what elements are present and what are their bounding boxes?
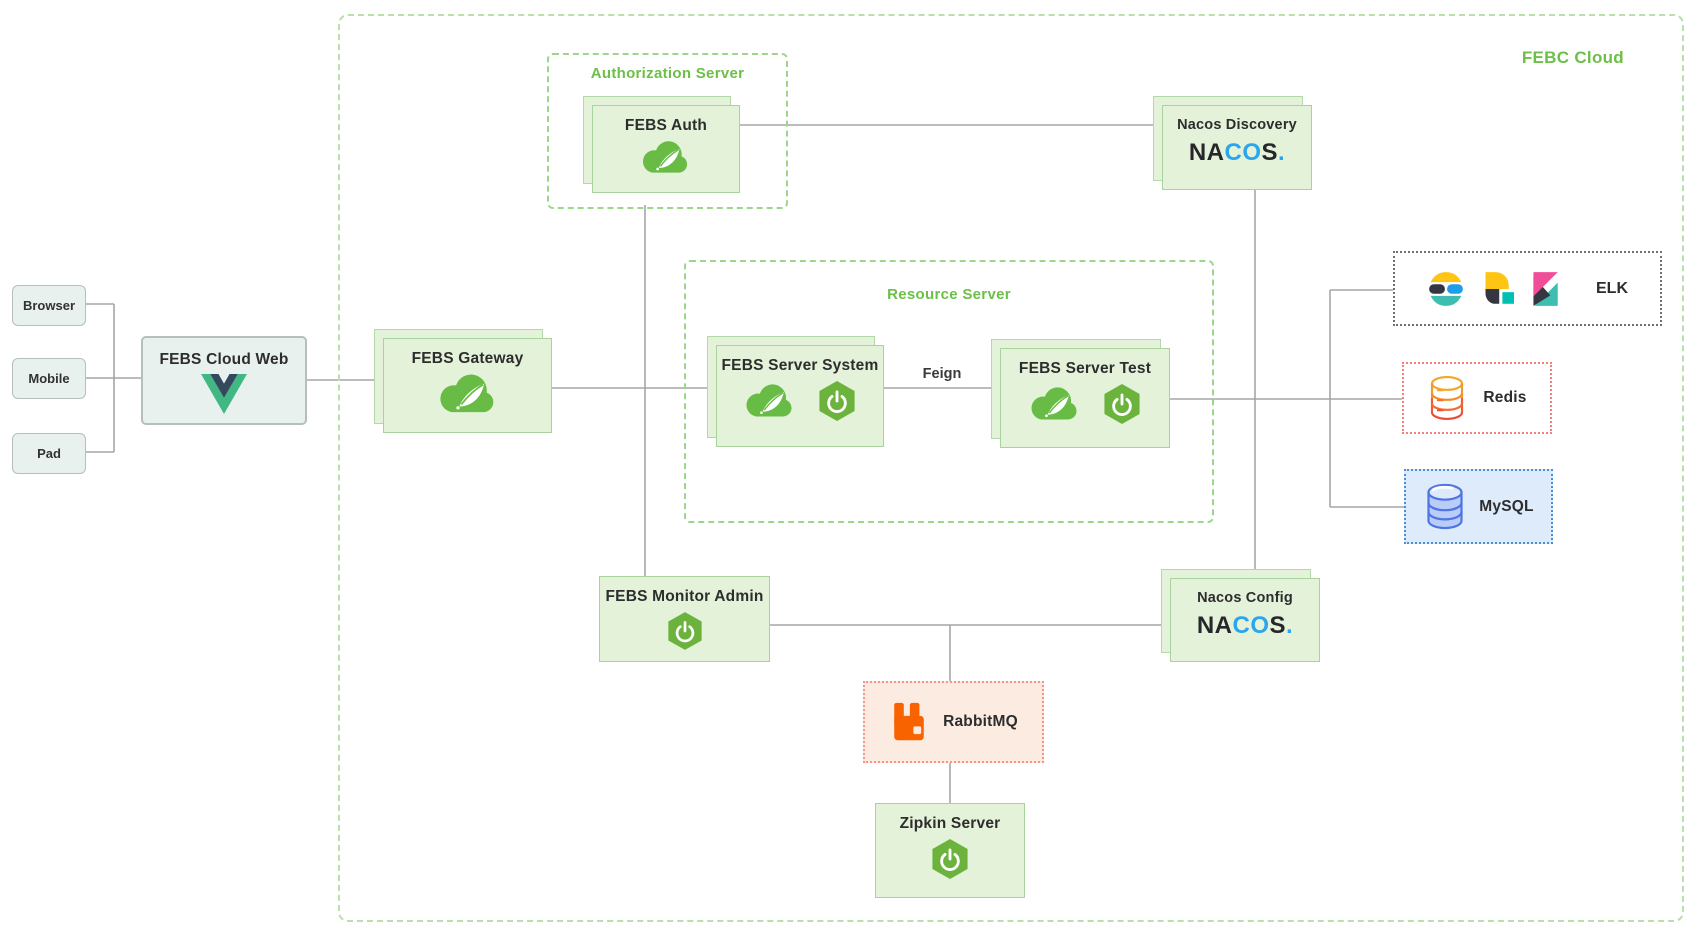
node-rabbitmq: RabbitMQ <box>863 681 1044 763</box>
node-febs-server-test: FEBS Server Test <box>991 339 1170 448</box>
elasticsearch-icon <box>1429 271 1463 306</box>
node-febs-auth-face: FEBS Auth <box>592 105 740 193</box>
node-redis: Redis <box>1402 362 1552 434</box>
nacos-logo-s: S <box>1269 612 1286 639</box>
node-febs-cloud-web-label: FEBS Cloud Web <box>159 351 289 368</box>
nacos-logo-dot: . <box>1286 612 1294 639</box>
node-mysql: MySQL <box>1404 469 1553 544</box>
node-febs-monitor-admin-label: FEBS Monitor Admin <box>605 588 764 605</box>
node-nacos-config-label: Nacos Config <box>1197 590 1293 606</box>
node-febs-gateway: FEBS Gateway <box>374 329 552 433</box>
node-febs-server-test-label: FEBS Server Test <box>1018 360 1152 377</box>
spring-cloud-icon <box>439 374 493 413</box>
mysql-icon <box>1427 483 1463 529</box>
client-browser: Browser <box>12 285 86 326</box>
spring-cloud-icon <box>642 141 688 173</box>
spring-boot-icon <box>667 612 702 650</box>
edge-feign-label: Feign <box>922 366 962 382</box>
client-mobile-label: Mobile <box>28 371 70 386</box>
group-authorization-server: Authorization Server <box>547 53 788 209</box>
node-febs-monitor-admin-face: FEBS Monitor Admin <box>599 576 770 662</box>
group-authorization-server-title: Authorization Server <box>590 65 745 82</box>
nacos-logo-co: CO <box>1232 612 1270 639</box>
node-nacos-discovery-label: Nacos Discovery <box>1177 117 1297 133</box>
febc-cloud-boundary: FEBC Cloud <box>338 14 1684 922</box>
vue-icon <box>201 374 247 414</box>
node-febs-server-system: FEBS Server System <box>707 336 884 447</box>
node-redis-label: Redis <box>1483 389 1527 406</box>
spring-cloud-icon <box>1031 387 1077 420</box>
client-pad: Pad <box>12 433 86 474</box>
node-elk: ELK <box>1393 251 1662 326</box>
nacos-logo-na: NA <box>1188 139 1225 166</box>
node-febs-monitor-admin: FEBS Monitor Admin <box>599 576 770 662</box>
node-febs-server-system-label: FEBS Server System <box>721 357 879 374</box>
client-pad-label: Pad <box>37 446 61 461</box>
kibana-icon <box>1533 271 1558 306</box>
nacos-logo-dot: . <box>1278 139 1286 166</box>
node-mysql-label: MySQL <box>1479 497 1534 515</box>
spring-cloud-icon <box>746 384 792 417</box>
node-febs-auth-label: FEBS Auth <box>624 117 708 134</box>
client-mobile: Mobile <box>12 358 86 399</box>
logstash-icon <box>1485 271 1514 304</box>
node-nacos-config: Nacos Config NACOS. <box>1161 569 1320 662</box>
nacos-logo-co: CO <box>1224 139 1262 166</box>
redis-icon <box>1431 376 1464 420</box>
rabbitmq-icon <box>894 702 924 741</box>
node-zipkin-server-label: Zipkin Server <box>899 815 1001 832</box>
node-febs-auth: FEBS Auth <box>583 96 740 193</box>
spring-boot-icon <box>1104 384 1140 424</box>
node-febs-server-test-face: FEBS Server Test <box>1000 348 1170 448</box>
node-zipkin-server: Zipkin Server <box>875 803 1025 898</box>
group-resource-server-title: Resource Server <box>887 286 1011 303</box>
nacos-logo-s: S <box>1261 139 1278 166</box>
node-febs-gateway-face: FEBS Gateway <box>383 338 552 433</box>
icon-row <box>1029 383 1141 425</box>
nacos-logo-na: NA <box>1196 612 1233 639</box>
node-elk-label: ELK <box>1596 279 1628 297</box>
node-febs-gateway-label: FEBS Gateway <box>411 350 524 367</box>
febc-cloud-title: FEBC Cloud <box>1521 48 1624 67</box>
node-nacos-discovery: Nacos Discovery NACOS. <box>1153 96 1312 190</box>
nacos-logo: NACOS. <box>1197 614 1293 638</box>
node-febs-cloud-web: FEBS Cloud Web <box>141 336 307 425</box>
group-resource-server: Resource Server <box>684 260 1214 523</box>
icon-row <box>744 380 856 422</box>
node-febs-server-system-face: FEBS Server System <box>716 345 884 447</box>
node-zipkin-server-face: Zipkin Server <box>875 803 1025 898</box>
node-nacos-discovery-face: Nacos Discovery NACOS. <box>1162 105 1312 190</box>
nacos-logo: NACOS. <box>1189 141 1285 165</box>
node-nacos-config-face: Nacos Config NACOS. <box>1170 578 1320 662</box>
client-browser-label: Browser <box>22 298 76 313</box>
spring-boot-icon <box>932 839 968 879</box>
node-rabbitmq-label: RabbitMQ <box>943 713 1018 730</box>
spring-boot-icon <box>819 381 855 421</box>
